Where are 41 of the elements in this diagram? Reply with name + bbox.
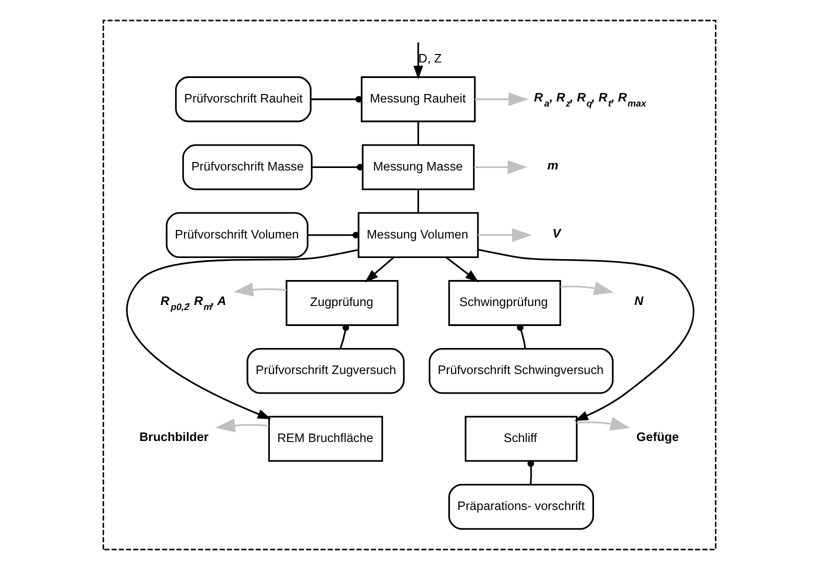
- connector: [310, 96, 362, 103]
- connector: [307, 232, 359, 238]
- node-box: Zugprüfung: [285, 280, 398, 326]
- arrow: [364, 256, 394, 282]
- node-box: REM Bruchfläche: [268, 416, 383, 462]
- arrow: [445, 256, 478, 282]
- node-text: Bruchbilder: [138, 430, 208, 444]
- connector: [311, 164, 363, 170]
- arrow: [126, 249, 358, 420]
- node-text: R$_{a}$, R$_{z}$, R$_{q}$, R$_{t}$, R$_{max}$: [534, 90, 646, 108]
- edge-label: D, Z: [418, 51, 442, 66]
- node-box: Präparations- vorschrift: [448, 484, 594, 530]
- node-text: N: [634, 294, 643, 308]
- node-box: Messung Rauheit: [360, 76, 476, 122]
- arrow: [576, 417, 630, 431]
- connector: [516, 324, 526, 349]
- node-box: Prüfvorschrift Masse: [182, 144, 312, 190]
- node-text: m: [546, 158, 558, 172]
- connector: [416, 189, 419, 213]
- node-box: Messung Masse: [361, 144, 474, 190]
- arrow: [477, 248, 694, 421]
- cluster: [102, 20, 716, 550]
- node-box: Prüfvorschrift Zugversuch: [246, 348, 404, 394]
- arrow: [474, 160, 527, 174]
- node-box: Prüfvorschrift Volumen: [165, 212, 308, 258]
- node-box: Schwingprüfung: [448, 280, 561, 326]
- arrow: [412, 42, 422, 80]
- node-box: Messung Volumen: [357, 212, 478, 258]
- node-text: V: [552, 226, 560, 240]
- arrow: [474, 92, 528, 106]
- node-box: Prüfvorschrift Rauheit: [174, 76, 312, 122]
- connector: [527, 460, 534, 485]
- arrow: [232, 282, 286, 297]
- connector: [416, 121, 419, 145]
- node-box: Schliff: [464, 416, 578, 462]
- connector: [339, 324, 349, 350]
- node-box: Prüfvorschrift Schwingversuch: [428, 348, 614, 394]
- node-text: Gefüge: [636, 430, 678, 444]
- arrow: [477, 228, 532, 242]
- arrow: [560, 281, 614, 295]
- arrow: [214, 418, 268, 432]
